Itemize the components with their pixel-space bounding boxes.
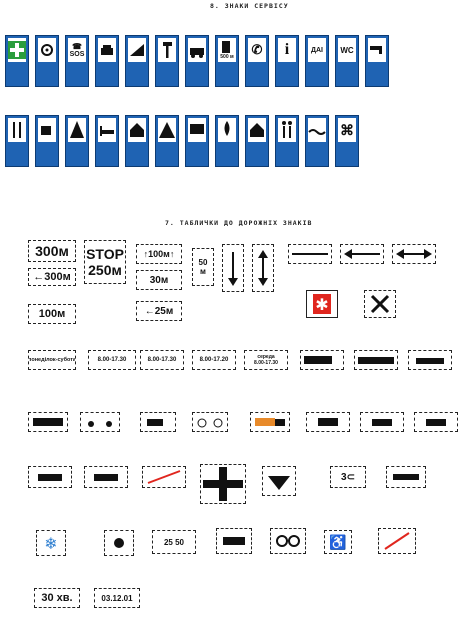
plate-schedule-mon-sat: понеділок-субота <box>28 350 76 370</box>
plate-30-min: 30 хв. <box>34 588 80 608</box>
plate-asterisk: ✱ <box>306 290 338 318</box>
plate-date: 03.12.01 <box>94 588 140 608</box>
plate-truck-trailer <box>354 350 398 370</box>
svg-text:✱: ✱ <box>315 295 328 314</box>
plate-25m: ←25м <box>136 301 182 321</box>
sign-camping <box>155 115 179 167</box>
svg-text:❄: ❄ <box>44 534 57 553</box>
plate-road-uneven <box>360 412 404 432</box>
sign-ramp <box>125 35 149 87</box>
plate-schedule-3: 8.00-17.20 <box>192 350 236 370</box>
plate-road-icy <box>414 412 458 432</box>
plate-100m: 100м <box>28 304 76 324</box>
plate-snowflake: ❄ <box>36 530 66 556</box>
sign-car-wash <box>95 35 119 87</box>
plate-car <box>408 350 452 370</box>
plate-hammers <box>364 290 396 318</box>
plate-car-tow <box>216 528 252 554</box>
plate-100m-arrows: ↑100м↑ <box>136 244 182 264</box>
plate-car-parking <box>84 466 128 488</box>
plate-schedule-2: 8.00-17.30 <box>140 350 184 370</box>
plate-turns: 3⊂ <box>330 466 366 488</box>
sign-fuel: 500 м <box>215 35 239 87</box>
plate-no-parking <box>142 466 186 488</box>
sign-caravan <box>185 115 209 167</box>
plate-truck <box>300 350 344 370</box>
sign-pedestrians <box>275 115 299 167</box>
plate-snowmobile <box>386 466 426 488</box>
plate-down-arrow <box>262 466 296 496</box>
sign-beach <box>305 115 329 167</box>
plate-line-horizontal <box>288 244 332 264</box>
sign-restaurant <box>5 115 29 167</box>
sign-motel <box>125 115 149 167</box>
plate-disabled: ♿ <box>324 530 352 554</box>
plate-glasses <box>270 528 306 554</box>
sign-hammer <box>155 35 179 87</box>
plate-dangerous-goods <box>250 412 290 432</box>
plate-arrow-left <box>340 244 384 264</box>
sign-sos: ☎SOS <box>65 35 89 87</box>
sos-text: SOS <box>69 51 85 58</box>
plate-rain <box>104 530 134 556</box>
sign-wc: WC <box>335 35 359 87</box>
plate-300m: 300м <box>28 240 76 262</box>
sign-car-service <box>185 35 209 87</box>
plate-30m: 30м <box>136 270 182 290</box>
sign-attraction: ⌘ <box>335 115 359 167</box>
sign-picnic <box>65 115 89 167</box>
plate-arrow-both <box>392 244 436 264</box>
plate-road-wet <box>306 412 350 432</box>
fuel-distance: 500 м <box>220 54 234 60</box>
plate-no-pedestrian <box>378 528 416 554</box>
sign-water-tap <box>365 35 389 87</box>
plate-motorcycle <box>80 412 120 432</box>
plate-long-arrow <box>222 244 244 292</box>
plate-bicycle <box>192 412 228 432</box>
sign-cafe <box>35 115 59 167</box>
plate-tractor <box>140 412 176 432</box>
sign-dai: ДАІ <box>305 35 329 87</box>
sign-hotel <box>95 115 119 167</box>
plate-double-arrow-vertical <box>252 244 274 292</box>
plate-intersection <box>200 464 246 504</box>
sign-info: i <box>275 35 299 87</box>
sign-first-aid <box>5 35 29 87</box>
plate-bus <box>28 412 68 432</box>
plate-schedule-1: 8.00-17.30 <box>88 350 136 370</box>
heading-plates: 7. ТАБЛИЧКИ ДО ДОРОЖНІХ ЗНАКІВ <box>165 219 313 227</box>
sign-house <box>245 115 269 167</box>
plate-speed-camera: 25 50 <box>152 530 196 554</box>
sign-repair <box>35 35 59 87</box>
plate-car-skid <box>28 466 72 488</box>
sign-telephone: ✆ <box>245 35 269 87</box>
sign-campfire <box>215 115 239 167</box>
heading-service-signs: 8. ЗНАКИ СЕРВІСУ <box>210 2 289 10</box>
plate-300m-arrow: ←300м <box>28 268 76 286</box>
